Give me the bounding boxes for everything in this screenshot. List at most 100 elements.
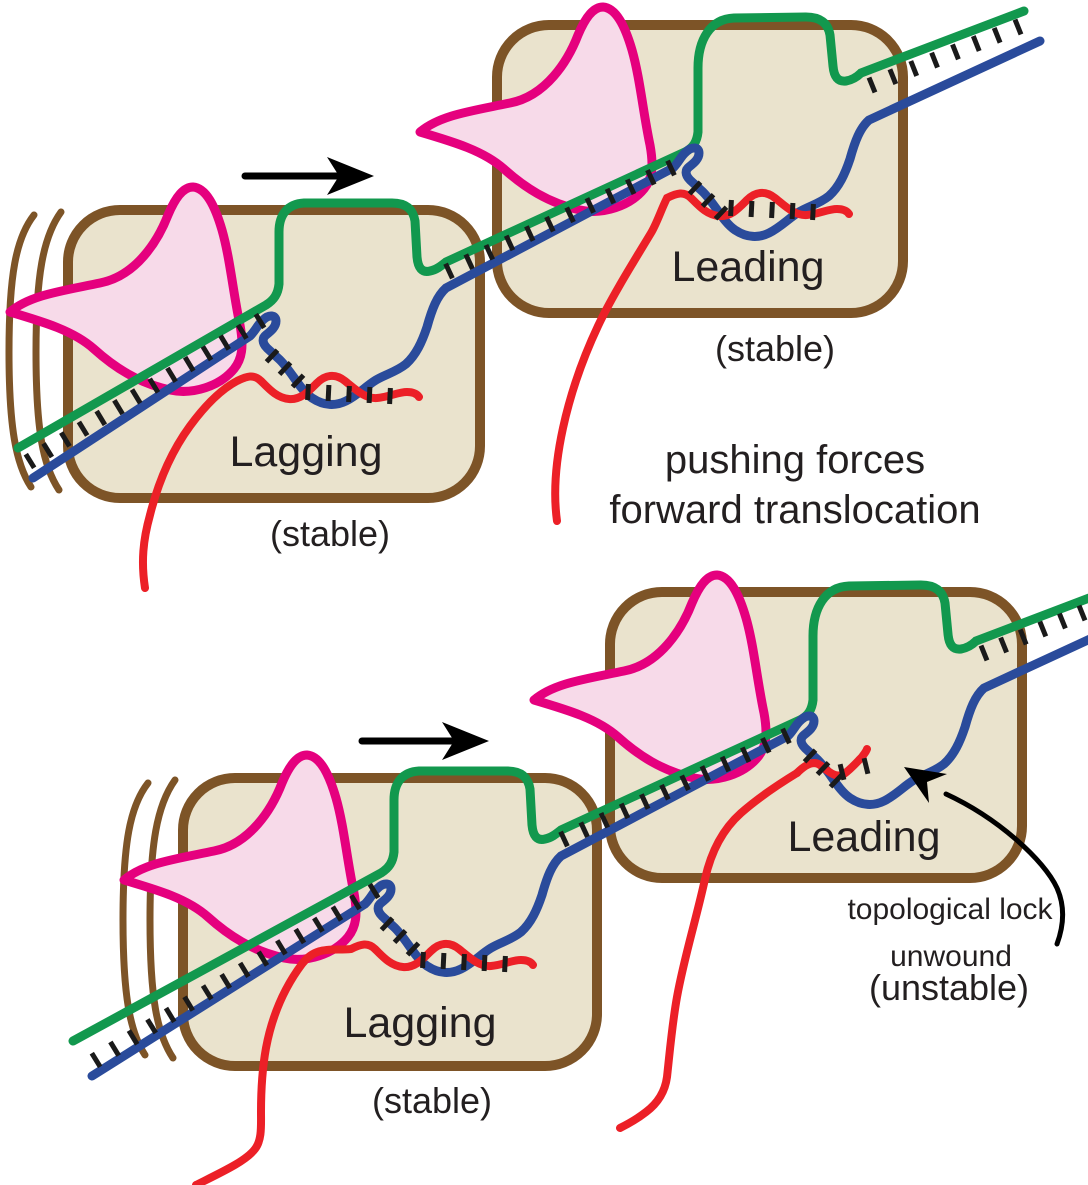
lagging-state-label: (stable) bbox=[372, 1080, 492, 1121]
base-pair-tick bbox=[200, 345, 214, 362]
base-pair-tick bbox=[256, 950, 270, 967]
base-pair-tick bbox=[23, 452, 37, 470]
base-pair-tick bbox=[837, 763, 847, 781]
lagging-state-label: (stable) bbox=[270, 513, 390, 554]
base-pair-tick bbox=[558, 830, 570, 848]
base-pair-tick bbox=[929, 51, 940, 69]
top-panel: Lagging (stable) Leading (stable) pushin… bbox=[5, 7, 1045, 592]
base-pair-tick bbox=[748, 200, 755, 218]
base-pair-tick bbox=[564, 206, 576, 224]
leading-label: Leading bbox=[671, 243, 824, 291]
base-pair-tick bbox=[740, 746, 752, 764]
base-pair-tick bbox=[1017, 628, 1029, 646]
base-pair-tick bbox=[219, 973, 233, 990]
base-pair-tick bbox=[129, 388, 143, 405]
base-pair-tick bbox=[1012, 18, 1024, 36]
base-pair-tick bbox=[719, 755, 732, 773]
base-pair-tick bbox=[861, 757, 871, 775]
base-pair-tick bbox=[639, 793, 651, 810]
base-pair-tick bbox=[645, 169, 657, 186]
base-pair-tick bbox=[978, 644, 990, 662]
annotation-state-label: (unstable) bbox=[869, 967, 1029, 1008]
base-pair-tick bbox=[1037, 620, 1049, 638]
base-pair-tick bbox=[679, 774, 691, 792]
base-pair-tick bbox=[887, 68, 899, 86]
base-pair-tick bbox=[277, 360, 293, 377]
base-pair-tick bbox=[367, 882, 381, 900]
lagging-label: Lagging bbox=[229, 428, 382, 476]
base-pair-tick bbox=[218, 334, 231, 351]
base-pair-tick bbox=[443, 262, 455, 280]
base-pair-tick bbox=[312, 916, 325, 933]
base-pair-tick bbox=[604, 187, 617, 205]
base-pair-tick bbox=[998, 636, 1009, 654]
base-pair-tick bbox=[544, 215, 556, 233]
base-pair-tick bbox=[502, 955, 508, 973]
base-pair-tick bbox=[481, 954, 488, 972]
base-pair-tick bbox=[126, 1029, 140, 1046]
base-pair-tick bbox=[789, 202, 796, 220]
base-pair-tick bbox=[1057, 612, 1068, 630]
base-pair-tick bbox=[182, 995, 195, 1012]
base-pair-tick bbox=[618, 802, 631, 820]
base-pair-tick bbox=[200, 984, 214, 1001]
base-pair-tick bbox=[584, 197, 596, 214]
base-pair-tick bbox=[970, 35, 982, 52]
base-pair-tick bbox=[349, 894, 362, 911]
base-pair-tick bbox=[41, 442, 55, 459]
base-pair-tick bbox=[94, 409, 108, 427]
base-pair-tick bbox=[163, 1006, 177, 1024]
base-pair-tick bbox=[405, 941, 421, 957]
base-pair-tick bbox=[991, 26, 1003, 44]
base-pair-tick bbox=[346, 385, 352, 403]
base-pair-tick bbox=[387, 387, 393, 405]
base-pair-tick bbox=[659, 783, 671, 801]
base-pair-tick bbox=[112, 399, 125, 416]
base-pair-tick bbox=[463, 253, 475, 270]
base-pair-tick bbox=[325, 384, 332, 402]
red-nascent-strand bbox=[551, 189, 853, 525]
annotation-pointer-arrow-icon bbox=[904, 767, 1066, 947]
base-pair-tick bbox=[713, 205, 729, 221]
bottom-panel: Lagging (stable) Leading topological loc… bbox=[68, 575, 1088, 1185]
base-pair-tick bbox=[76, 420, 90, 437]
base-pair-tick bbox=[483, 243, 495, 261]
leading-state-label: (stable) bbox=[715, 328, 835, 369]
base-pair-tick bbox=[828, 773, 844, 789]
red-nascent-strand bbox=[616, 769, 801, 1132]
base-pair-tick bbox=[237, 961, 251, 978]
base-pair-tick bbox=[165, 366, 178, 383]
base-pair-tick bbox=[59, 431, 72, 448]
caption-line-2: forward translocation bbox=[609, 488, 980, 532]
base-pair-tick bbox=[1076, 604, 1088, 622]
base-pair-tick bbox=[253, 312, 267, 330]
translocation-arrow-icon bbox=[241, 157, 374, 195]
base-pair-tick bbox=[908, 60, 920, 77]
base-pair-tick bbox=[147, 377, 161, 394]
base-pair-tick bbox=[305, 383, 311, 401]
base-pair-tick bbox=[330, 905, 344, 922]
base-pair-tick bbox=[665, 159, 677, 177]
red-nascent-strand bbox=[138, 372, 423, 592]
annotation-line-1: topological lock bbox=[847, 893, 1053, 926]
base-pair-tick bbox=[89, 1051, 103, 1069]
base-pair-tick bbox=[503, 234, 516, 252]
base-pair-tick bbox=[235, 323, 249, 340]
lagging-label: Lagging bbox=[343, 999, 496, 1047]
base-pair-tick bbox=[625, 178, 637, 196]
base-pair-tick bbox=[461, 953, 467, 971]
base-pair-tick bbox=[950, 43, 961, 61]
base-pair-tick bbox=[440, 952, 447, 970]
repeat-bracket-icon bbox=[119, 779, 152, 1059]
base-pair-tick bbox=[524, 225, 536, 242]
repeat-bracket-icon bbox=[32, 208, 65, 494]
base-pair-tick bbox=[578, 821, 590, 838]
base-pair-tick bbox=[392, 928, 408, 945]
blue-template-strand bbox=[87, 634, 1088, 1081]
base-pair-tick bbox=[182, 355, 196, 373]
base-pair-tick bbox=[145, 1018, 158, 1035]
base-pair-tick bbox=[420, 951, 426, 969]
base-pair-tick bbox=[379, 916, 395, 932]
